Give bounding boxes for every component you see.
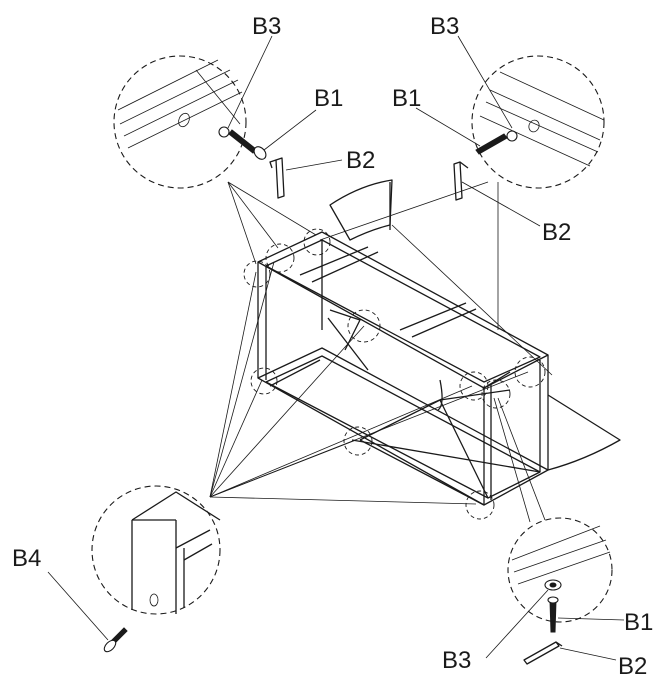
label-leaders [47, 35, 625, 661]
tabletop-panel [329, 179, 621, 471]
hex-key-icon [275, 157, 285, 199]
label-b4-bottom-left: B4 [12, 545, 41, 572]
location-circle [465, 490, 495, 520]
location-circle [347, 309, 381, 343]
location-circle [265, 243, 295, 273]
label-b1-top-left: B1 [314, 85, 343, 112]
label-b3-bottom-right: B3 [442, 647, 471, 674]
location-circle [250, 367, 278, 395]
label-b3-top-left: B3 [252, 13, 281, 40]
location-circle [514, 356, 546, 388]
washer-icon [218, 126, 230, 138]
location-circle [459, 371, 489, 401]
bolt-icon [475, 133, 508, 155]
location-circle [243, 260, 271, 288]
label-b1-top-right: B1 [392, 85, 421, 112]
location-circle [481, 379, 511, 409]
bolt-icon [549, 599, 557, 633]
part-labels: B3 B1 B2 B3 B1 B2 B4 B3 B1 B2 [12, 13, 653, 679]
label-b3-top-right: B3 [430, 13, 459, 40]
detail-bubble-bottom-right [507, 517, 613, 665]
location-circles [243, 228, 546, 520]
detail-bubble-top-right [453, 55, 605, 201]
location-circle [303, 228, 331, 256]
frame-structure [257, 231, 549, 506]
washer-icon [506, 130, 518, 142]
hex-key-icon [523, 641, 560, 665]
label-b2-bottom-right: B2 [618, 653, 647, 679]
leader-lines [209, 181, 546, 523]
location-circle [343, 426, 373, 456]
detail-bubble-bottom-left [91, 485, 221, 653]
detail-bubble-top-left [113, 55, 285, 199]
bolt-icon [228, 129, 257, 154]
label-b2-top-left: B2 [346, 147, 375, 174]
label-b1-bottom-right: B1 [624, 609, 653, 636]
label-b2-top-right: B2 [542, 219, 571, 246]
hex-key-icon [453, 161, 463, 201]
